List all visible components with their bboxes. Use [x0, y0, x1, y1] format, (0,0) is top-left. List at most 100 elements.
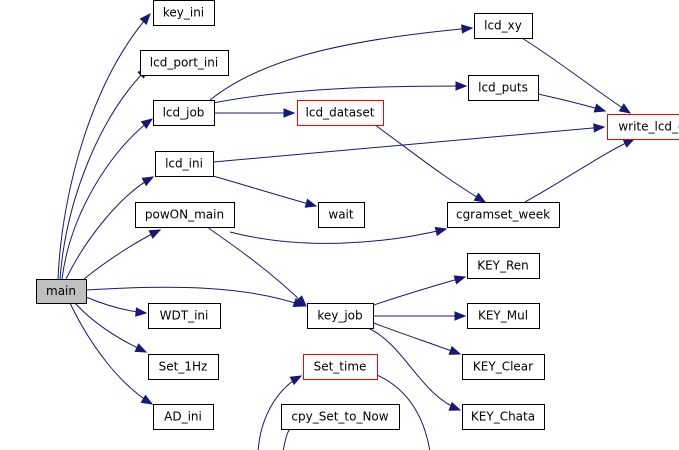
edge-lcd_dataset-to-cgramset_week	[374, 124, 486, 203]
node-label: lcd_job	[163, 106, 205, 120]
node-box	[148, 354, 219, 380]
edge-main-to-powON_main	[83, 229, 161, 280]
arrowhead-AD_ini	[140, 394, 154, 405]
node-key_ini[interactable]: key_ini	[153, 0, 215, 26]
arrowhead-Set_time	[289, 375, 303, 386]
node-KEY_Ren[interactable]: KEY_Ren	[467, 253, 540, 279]
node-label: powON_main	[145, 208, 224, 222]
node-label: cpy_Set_to_Now	[291, 410, 388, 424]
node-box	[140, 50, 229, 76]
node-box	[303, 354, 378, 380]
node-KEY_Clear[interactable]: KEY_Clear	[462, 354, 545, 380]
arrowhead-write_lcd	[593, 103, 607, 113]
node-lcd_puts[interactable]: lcd_puts	[468, 75, 539, 101]
node-WDT_ini[interactable]: WDT_ini	[148, 303, 221, 329]
edges-layer	[57, 12, 636, 450]
arrowhead-KEY_Chata	[448, 401, 462, 411]
node-label: KEY_Mul	[478, 309, 528, 323]
edge-main-to-lcd_ini	[65, 176, 154, 280]
edge-main-to-lcd_port_ini	[59, 67, 149, 280]
arrowhead-lcd_job	[140, 118, 154, 130]
arrowhead-powON_main	[148, 229, 162, 239]
arrowhead-write_lcd	[593, 123, 606, 133]
arrowhead-lcd_xy	[461, 24, 474, 34]
node-lcd_dataset[interactable]: lcd_dataset	[297, 100, 384, 126]
nodes-layer: main key_ini lcd_port_ini lcd_job lcd_inipow…	[36, 0, 679, 430]
node-label: lcd_puts	[478, 81, 528, 95]
arrowhead-WDT_ini	[135, 307, 148, 317]
node-powON_main[interactable]: powON_main	[135, 202, 235, 228]
node-main[interactable]: main	[36, 279, 87, 304]
node-box	[148, 303, 221, 329]
node-KEY_Mul[interactable]: KEY_Mul	[467, 303, 540, 329]
arrowhead-lcd_dataset	[283, 108, 296, 118]
node-box	[468, 75, 539, 101]
arrowhead-Set_1Hz	[134, 343, 148, 353]
node-label: KEY_Ren	[477, 259, 529, 273]
node-box	[607, 114, 679, 140]
node-box	[462, 404, 545, 430]
arrowhead-wait	[304, 198, 318, 208]
node-label: write_lcd_d	[618, 120, 679, 134]
arrowhead-lcd_ini	[141, 176, 155, 187]
node-Set_time[interactable]: Set_time	[303, 354, 378, 380]
node-box	[447, 202, 560, 228]
edge-main-to-key_ini	[57, 13, 151, 280]
edge-offscreen-to-cpy_Set_to_Now	[282, 428, 291, 450]
node-box	[307, 303, 374, 329]
edge-lcd_xy-to-write_lcd	[521, 37, 631, 114]
node-box	[153, 0, 215, 26]
node-box	[281, 404, 400, 430]
edge-lcd_ini-to-write_lcd	[212, 126, 605, 163]
edge-main-to-Set_1Hz	[74, 302, 147, 353]
node-label: KEY_Chata	[471, 410, 535, 424]
node-box	[153, 404, 214, 430]
node-label: AD_ini	[164, 410, 202, 424]
node-label: Set_time	[314, 360, 367, 374]
node-label: KEY_Clear	[473, 360, 533, 374]
edge-main-to-key_job	[85, 286, 305, 307]
node-box	[135, 202, 235, 228]
node-label: WDT_ini	[160, 309, 209, 323]
arrowhead-key_ini	[139, 12, 151, 26]
arrowhead-KEY_Clear	[448, 345, 462, 355]
node-box	[155, 151, 214, 177]
edge-powON_main-to-cgramset_week	[229, 228, 447, 244]
node-label: key_ini	[163, 6, 204, 20]
node-label: wait	[328, 208, 354, 222]
node-cpy_Set_to_Now[interactable]: cpy_Set_to_Now	[281, 404, 400, 430]
node-label: lcd_dataset	[306, 106, 375, 120]
edge-key_job-to-KEY_Ren	[370, 276, 466, 307]
node-key_job[interactable]: key_job	[307, 303, 374, 329]
node-box	[297, 100, 384, 126]
node-lcd_port_ini[interactable]: lcd_port_ini	[140, 50, 229, 76]
node-lcd_xy[interactable]: lcd_xy	[474, 13, 533, 39]
arrowhead-cgramset_week	[434, 226, 448, 237]
node-box	[462, 354, 545, 380]
arrowhead-write_lcd	[622, 138, 636, 148]
edge-main-to-lcd_job	[61, 118, 153, 280]
edge-lcd_job-to-lcd_puts	[212, 85, 467, 104]
node-wait[interactable]: wait	[318, 202, 365, 228]
arrowhead-lcd_puts	[455, 81, 468, 91]
node-cgramset_week[interactable]: cgramset_week	[447, 202, 560, 228]
node-Set_1Hz[interactable]: Set_1Hz	[148, 354, 219, 380]
node-box	[36, 279, 87, 304]
node-lcd_job[interactable]: lcd_job	[153, 100, 215, 126]
arrowhead-key_job	[295, 295, 307, 307]
edge-Set_time-to-offscreen	[376, 374, 431, 450]
edge-lcd_job-to-lcd_xy	[209, 27, 473, 101]
node-label: Set_1Hz	[159, 360, 208, 374]
edge-powON_main-to-key_job	[206, 226, 307, 307]
node-write_lcd[interactable]: write_lcd_d	[607, 114, 679, 140]
edge-key_job-to-KEY_Chata	[367, 327, 461, 411]
node-KEY_Chata[interactable]: KEY_Chata	[462, 404, 545, 430]
arrowhead-cgramset_week	[473, 192, 487, 203]
node-lcd_ini[interactable]: lcd_ini	[155, 151, 214, 177]
node-AD_ini[interactable]: AD_ini	[153, 404, 214, 430]
arrowhead-KEY_Ren	[453, 275, 467, 285]
edge-cgramset_week-to-write_lcd	[524, 138, 635, 203]
edge-main-to-AD_ini	[69, 302, 153, 405]
